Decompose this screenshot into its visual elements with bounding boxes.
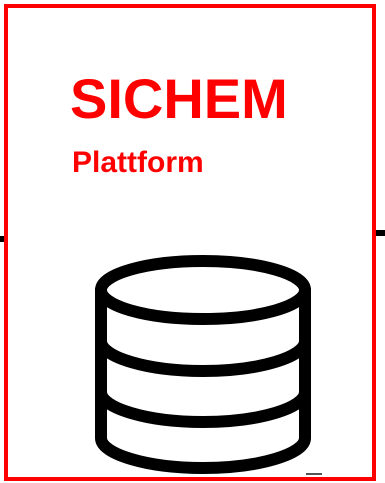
component-subtitle: Plattform <box>72 146 204 179</box>
connector-right <box>373 230 385 236</box>
database-icon <box>95 255 311 474</box>
component-title: SICHEM <box>70 67 288 130</box>
sichem-platform-component[interactable]: SICHEM Plattform <box>4 4 376 481</box>
small-mark <box>306 473 322 475</box>
